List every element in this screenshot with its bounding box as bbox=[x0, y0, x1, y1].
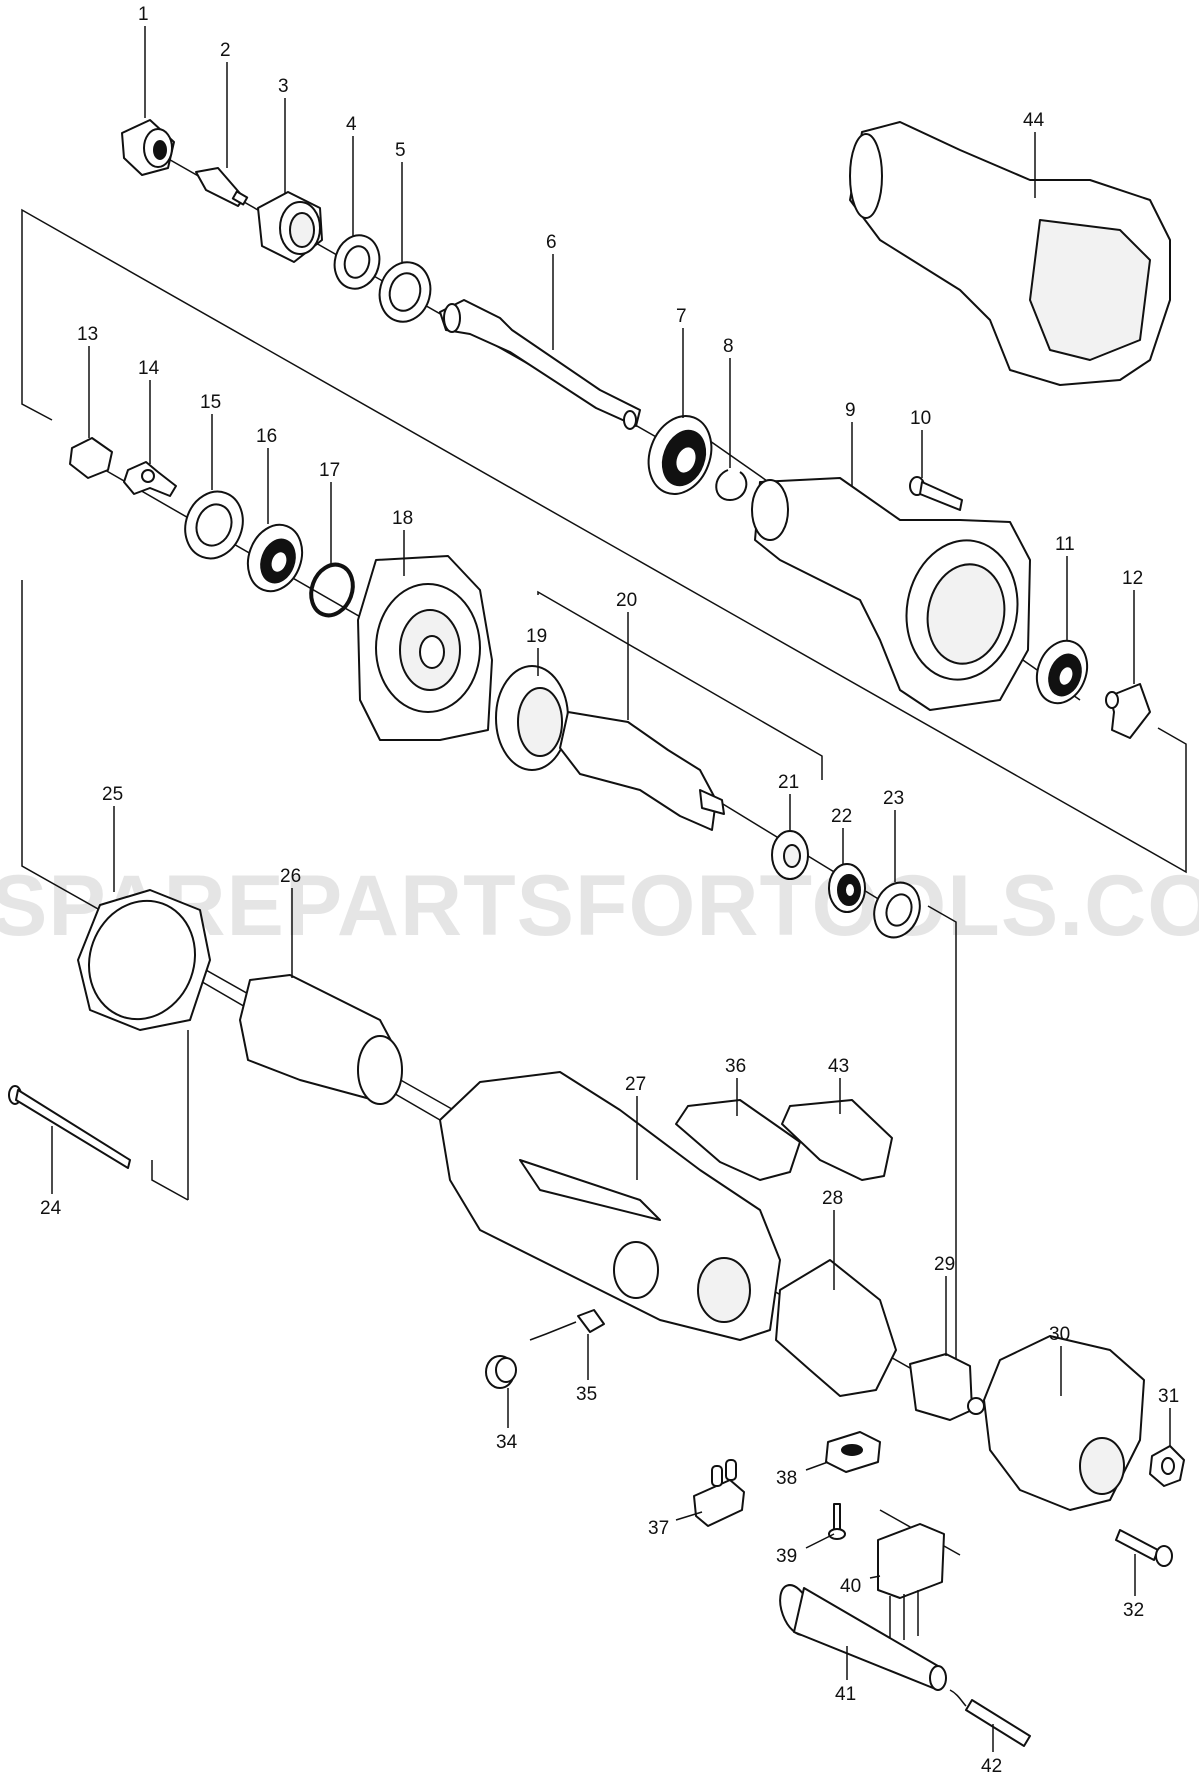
label-2: 2 bbox=[220, 40, 231, 61]
label-9: 9 bbox=[845, 400, 856, 421]
label-32: 32 bbox=[1123, 1600, 1144, 1621]
part-15-flat-washer[interactable] bbox=[176, 483, 252, 566]
label-40: 40 bbox=[840, 1576, 861, 1597]
part-10-screw[interactable] bbox=[909, 476, 963, 511]
part-13-cap[interactable] bbox=[69, 437, 113, 479]
part-22-ball-bearing[interactable] bbox=[828, 863, 866, 913]
label-43: 43 bbox=[828, 1056, 849, 1077]
label-15: 15 bbox=[200, 392, 221, 413]
label-34: 34 bbox=[496, 1432, 518, 1453]
part-14-pin[interactable] bbox=[123, 461, 177, 497]
label-leaders bbox=[51, 26, 1171, 1752]
label-41: 41 bbox=[835, 1684, 856, 1705]
label-5: 5 bbox=[395, 140, 406, 161]
label-7: 7 bbox=[676, 306, 687, 327]
part-44-handle-housing[interactable] bbox=[849, 121, 1171, 386]
part-21-insulation-washer[interactable] bbox=[771, 830, 809, 880]
label-8: 8 bbox=[723, 336, 734, 357]
label-18: 18 bbox=[392, 508, 413, 529]
label-3: 3 bbox=[278, 76, 289, 97]
label-26: 26 bbox=[280, 866, 301, 887]
label-17: 17 bbox=[319, 460, 340, 481]
label-27: 27 bbox=[625, 1074, 646, 1095]
label-19: 19 bbox=[526, 626, 547, 647]
part-3-locking-nut[interactable] bbox=[257, 191, 323, 263]
part-34-brush-holder-cap[interactable] bbox=[485, 1355, 517, 1389]
part-27-motor-housing[interactable] bbox=[439, 1071, 781, 1341]
label-38: 38 bbox=[776, 1468, 797, 1489]
part-31-hex-nut[interactable] bbox=[1149, 1445, 1185, 1487]
part-7-ball-bearing[interactable] bbox=[638, 407, 722, 503]
label-36: 36 bbox=[725, 1056, 746, 1077]
part-26-field-stator[interactable] bbox=[239, 974, 403, 1105]
part-23-rubber-ring[interactable] bbox=[867, 876, 927, 944]
part-42-power-cord[interactable] bbox=[949, 1689, 1031, 1747]
part-9-bearing-box[interactable] bbox=[751, 477, 1031, 711]
part-4-flat-washer[interactable] bbox=[329, 230, 385, 294]
part-16-ball-bearing[interactable] bbox=[239, 517, 311, 599]
part-38-strain-relief[interactable] bbox=[825, 1431, 881, 1473]
part-40-noise-suppressor[interactable] bbox=[877, 1523, 945, 1640]
part-8-retaining-ring[interactable] bbox=[715, 469, 748, 501]
label-28: 28 bbox=[822, 1188, 843, 1209]
label-23: 23 bbox=[883, 788, 904, 809]
label-42: 42 bbox=[981, 1756, 1002, 1777]
part-20-armature[interactable] bbox=[559, 711, 725, 831]
part-35-carbon-brush[interactable] bbox=[529, 1309, 605, 1341]
label-16: 16 bbox=[256, 426, 277, 447]
part-2-collet-cone[interactable] bbox=[195, 167, 249, 207]
frame-motor bbox=[151, 1160, 189, 1201]
label-30: 30 bbox=[1049, 1324, 1070, 1345]
part-36-name-plate[interactable] bbox=[675, 1099, 801, 1181]
label-12: 12 bbox=[1122, 568, 1143, 589]
part-30-rear-cover[interactable] bbox=[983, 1335, 1145, 1511]
label-1: 1 bbox=[138, 4, 149, 25]
label-29: 29 bbox=[934, 1254, 955, 1275]
part-25-baffle-plate[interactable] bbox=[73, 886, 212, 1034]
part-6-spindle[interactable] bbox=[439, 299, 641, 430]
label-22: 22 bbox=[831, 806, 852, 827]
label-31: 31 bbox=[1158, 1386, 1179, 1407]
label-39: 39 bbox=[776, 1546, 797, 1567]
part-17-o-ring[interactable] bbox=[304, 559, 359, 622]
label-21: 21 bbox=[778, 772, 799, 793]
part-labels: 1 2 3 4 5 6 7 8 9 10 11 12 13 14 15 16 1… bbox=[40, 4, 1179, 1777]
part-1-collet-nut[interactable] bbox=[121, 119, 175, 176]
part-37-terminal[interactable] bbox=[693, 1459, 745, 1527]
part-11-ball-bearing[interactable] bbox=[1029, 634, 1096, 711]
label-25: 25 bbox=[102, 784, 123, 805]
part-5-flat-washer[interactable] bbox=[373, 257, 437, 328]
part-24-screw[interactable] bbox=[8, 1085, 131, 1169]
frame-armature bbox=[537, 590, 823, 780]
label-4: 4 bbox=[346, 114, 357, 135]
label-6: 6 bbox=[546, 232, 557, 253]
part-29-switch[interactable] bbox=[909, 1353, 985, 1421]
part-18-bearing-retainer[interactable] bbox=[357, 555, 493, 741]
part-43-name-plate[interactable] bbox=[781, 1099, 893, 1181]
label-11: 11 bbox=[1055, 534, 1075, 555]
label-14: 14 bbox=[138, 358, 160, 379]
label-13: 13 bbox=[77, 324, 98, 345]
part-39-screw[interactable] bbox=[828, 1503, 846, 1540]
label-10: 10 bbox=[910, 408, 931, 429]
part-12-rubber-ring[interactable] bbox=[1105, 683, 1151, 739]
part-28-brush-holder[interactable] bbox=[775, 1259, 897, 1397]
label-35: 35 bbox=[576, 1384, 597, 1405]
part-41-cord-guard[interactable] bbox=[774, 1581, 947, 1691]
frame-upper bbox=[21, 208, 1187, 874]
label-44: 44 bbox=[1023, 110, 1045, 131]
label-20: 20 bbox=[616, 590, 637, 611]
label-37: 37 bbox=[648, 1518, 669, 1539]
label-24: 24 bbox=[40, 1198, 62, 1219]
part-32-screw[interactable] bbox=[1115, 1529, 1173, 1567]
part-19-fan[interactable] bbox=[495, 665, 569, 771]
